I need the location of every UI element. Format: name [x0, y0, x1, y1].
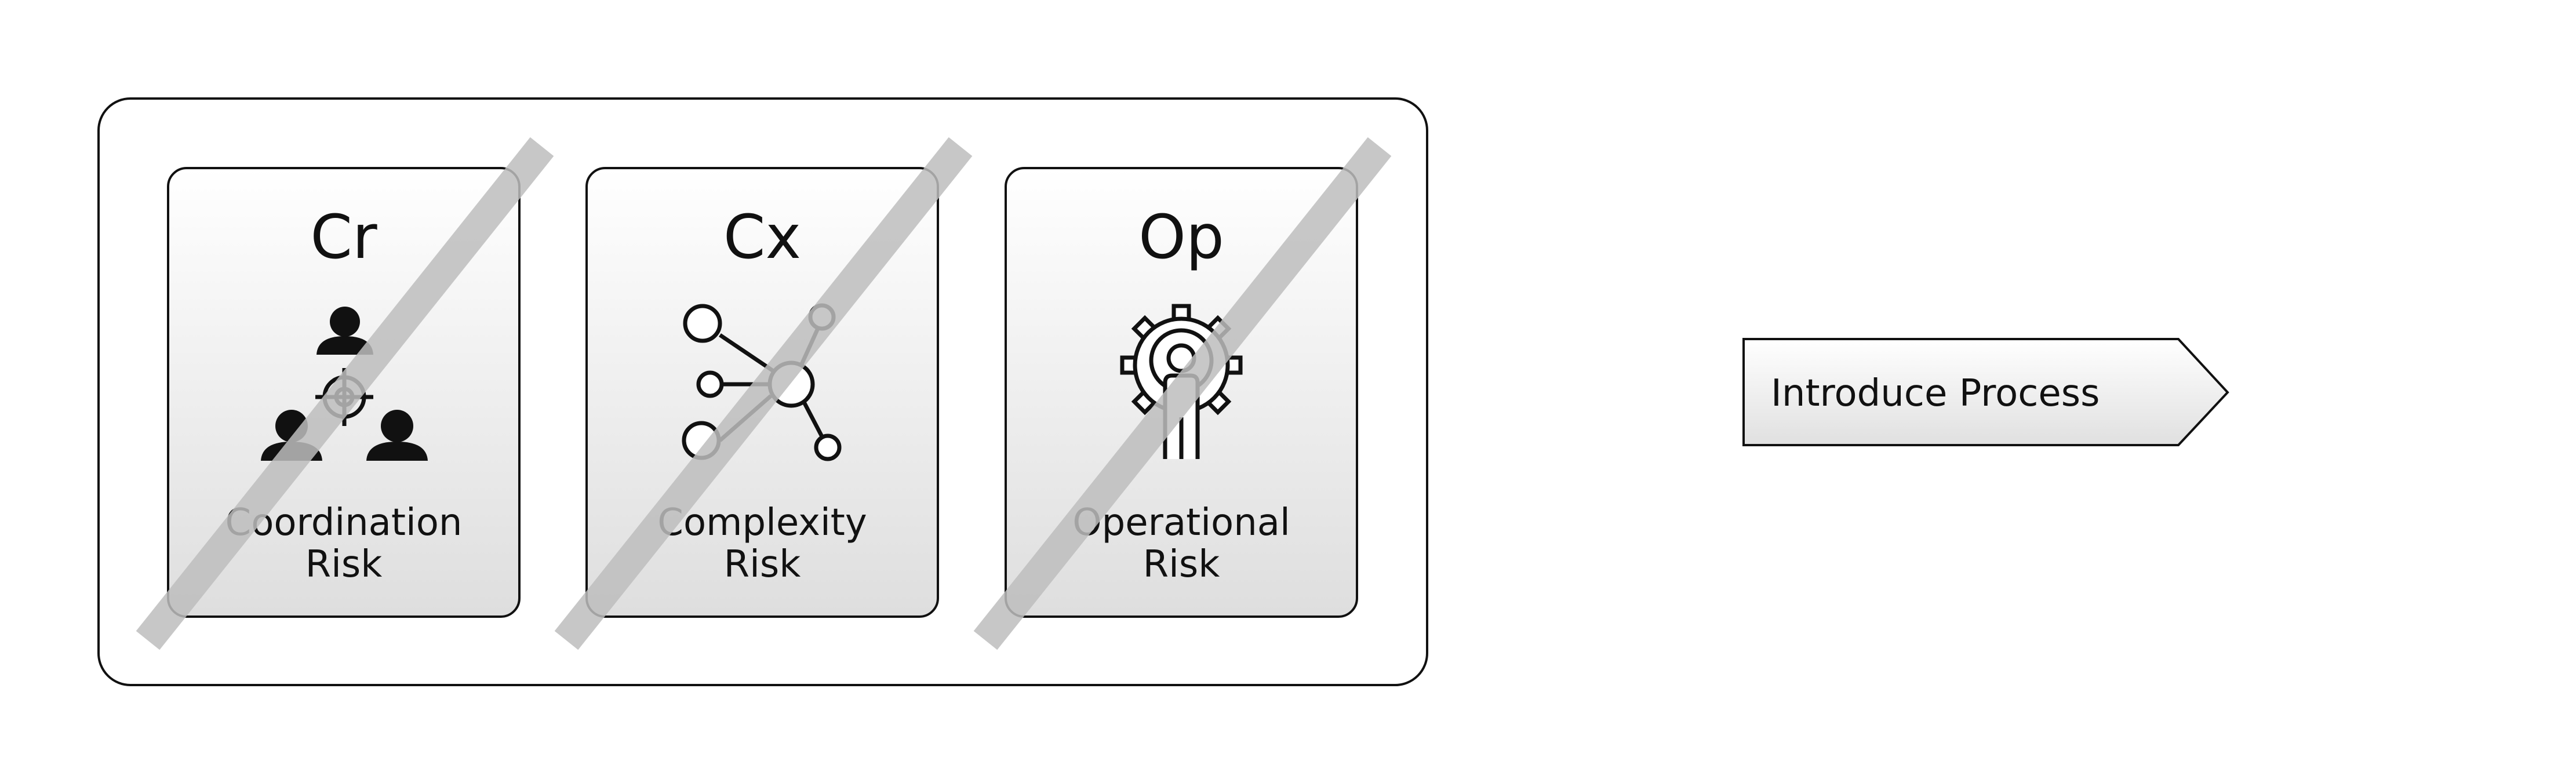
card-operational-risk: Op Operational Risk: [973, 137, 1392, 650]
card-abbreviation: Op: [1138, 202, 1224, 272]
card-title-line2: Risk: [305, 543, 383, 586]
card-title-line1: Complexity: [657, 501, 867, 544]
card-coordination-risk: Cr Coordination Risk: [136, 137, 554, 650]
strike-through: [136, 137, 554, 650]
card-title-line2: Risk: [724, 543, 801, 586]
strike-through: [973, 137, 1392, 650]
card-title-line2: Risk: [1143, 543, 1220, 586]
card-abbreviation: Cx: [723, 202, 801, 272]
process-label: Introduce Process: [1771, 372, 2100, 415]
strike-through: [554, 137, 973, 650]
card-abbreviation: Cr: [310, 202, 377, 272]
card-complexity-risk: Cx Complexity Risk: [554, 137, 973, 650]
introduce-process-arrow: Introduce Process: [1742, 338, 2229, 446]
